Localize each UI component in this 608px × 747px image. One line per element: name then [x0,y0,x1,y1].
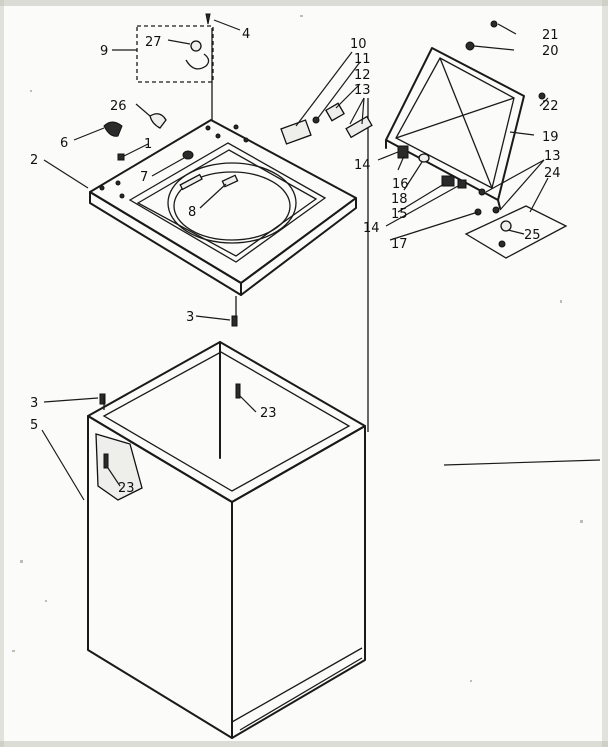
callout-3-side: 3 [30,396,38,411]
cabinet [87,315,366,739]
callout-14-top: 14 [354,158,371,173]
callout-21: 21 [542,28,559,43]
callout-5: 5 [30,418,38,433]
callout-16: 16 [392,177,409,192]
callout-19: 19 [542,130,559,145]
small-parts [103,13,601,466]
assembly-guides [103,28,369,432]
callout-9: 9 [100,44,108,59]
callout-12: 12 [354,68,371,83]
callout-25: 25 [524,228,541,243]
callout-20: 20 [542,44,559,59]
callout-11: 11 [354,52,371,67]
callout-26: 26 [110,99,127,114]
callout-3-top: 3 [186,310,194,325]
leader-lines [41,19,549,501]
top-panel [89,119,357,296]
lid [385,47,525,209]
callout-23-cabinet: 23 [260,406,277,421]
callout-2: 2 [30,153,38,168]
callout-18: 18 [391,192,408,207]
callout-10: 10 [350,37,367,52]
callout-13-right: 13 [544,149,561,164]
callout-15: 15 [391,207,408,222]
callout-14-bottom: 14 [363,221,380,236]
callout-numbers: 1 2 3 3 4 5 6 7 8 9 10 11 12 13 13 14 14… [30,27,561,496]
callout-7: 7 [140,170,148,185]
callout-4: 4 [242,27,250,42]
callout-1: 1 [144,137,152,152]
callout-13-top: 13 [354,83,371,98]
callout-27: 27 [145,35,162,50]
callout-6: 6 [60,136,68,151]
callout-24: 24 [544,166,561,181]
callout-17: 17 [391,237,408,252]
callout-23-panel: 23 [118,481,135,496]
callout-22: 22 [542,99,559,114]
callout-8: 8 [188,205,196,220]
